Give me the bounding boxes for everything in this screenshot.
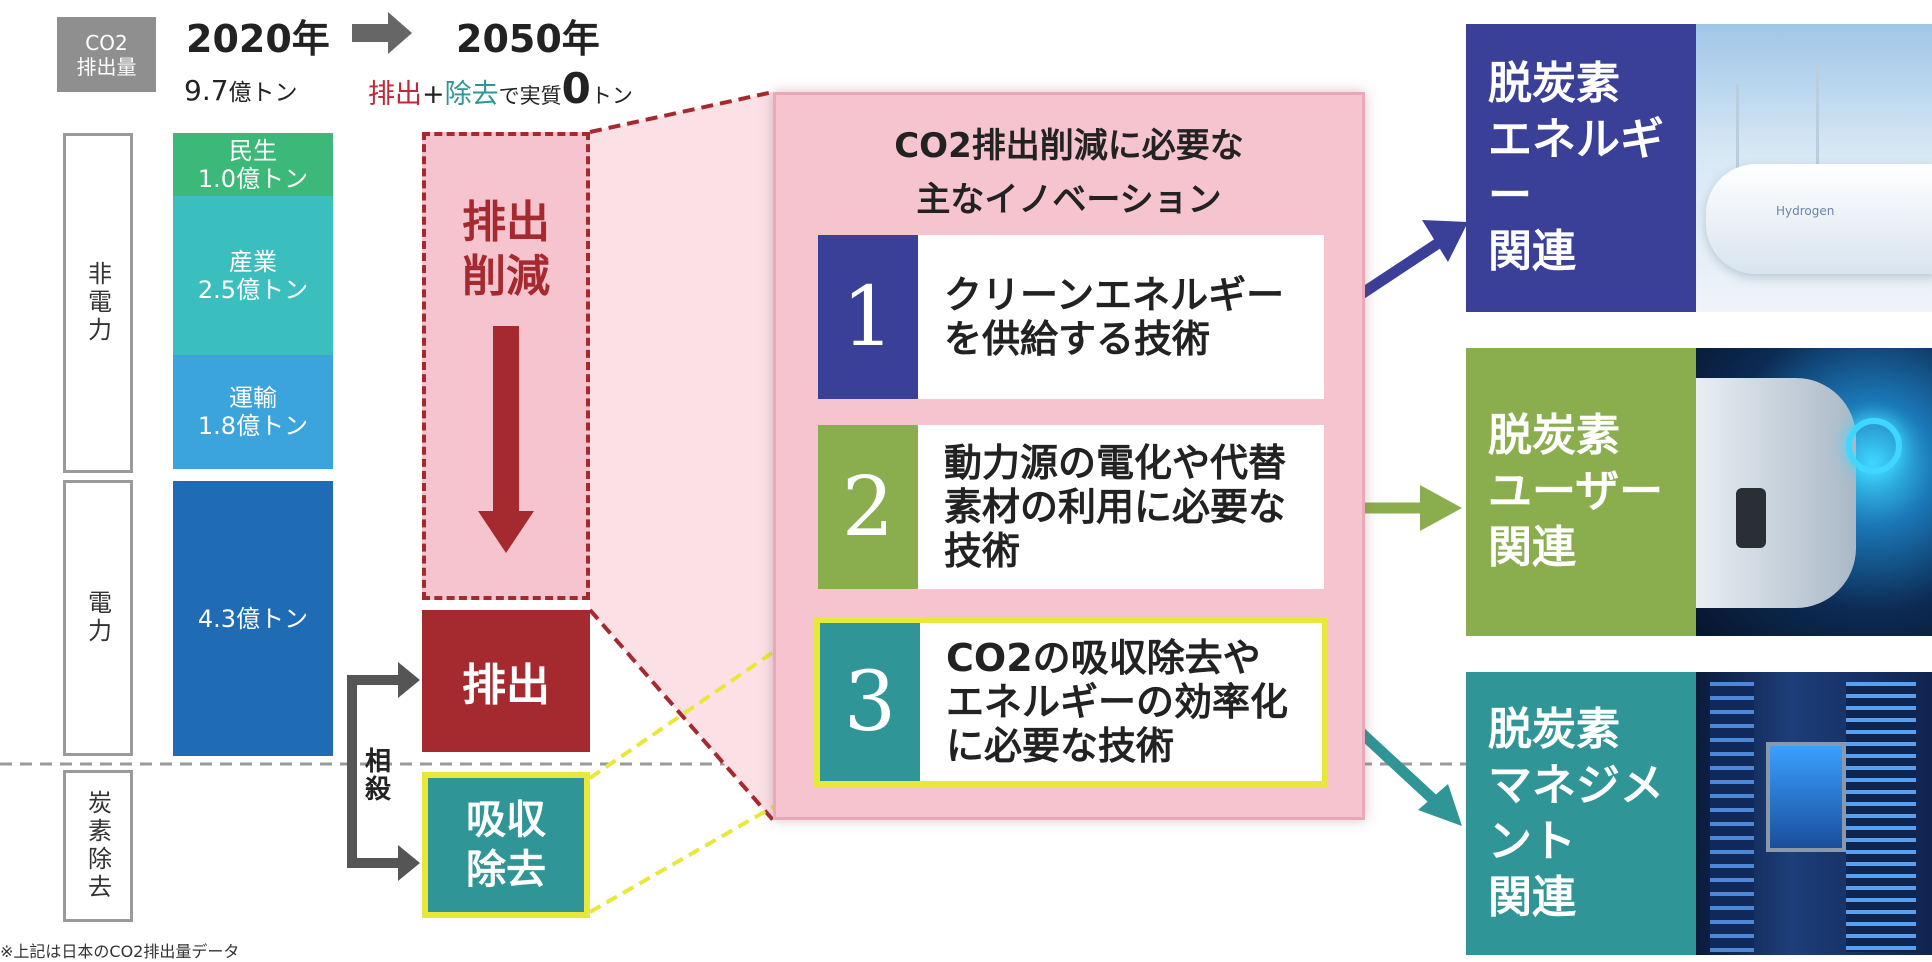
category-user: 脱炭素 ユーザー 関連: [1466, 348, 1932, 636]
tower-icon: [1736, 84, 1739, 234]
stack-segment-industry: 産業 2.5億トン: [173, 196, 333, 355]
emission-2050-value: 排出+除去で実質0トン: [368, 64, 633, 113]
emission-2020-unit: 億トン: [228, 80, 298, 106]
category-energy-label: 脱炭素 エネルギー 関連: [1466, 24, 1696, 312]
emission-word: 排出: [368, 79, 422, 110]
funnel-top-line: [589, 90, 774, 134]
emission-2020-value: 9.7億トン: [184, 73, 298, 107]
zero-value: 0: [561, 64, 591, 113]
category-management-label: 脱炭素 マネジメント 関連: [1466, 672, 1696, 955]
removal-box: 吸収 除去: [422, 772, 590, 918]
footnote: ※上記は日本のCO2排出量データ: [0, 942, 240, 961]
offset-label: 相殺: [360, 747, 391, 803]
server-rack-icon: [1710, 682, 1754, 952]
side-label-carbon-removal: 炭素除去: [63, 770, 133, 922]
funnel-bottom-line: [588, 608, 775, 822]
arrow-to-user-head: [1420, 485, 1462, 531]
year-arrow: [352, 12, 412, 54]
year-2020: 2020年: [186, 17, 330, 61]
hydrogen-tank-image: Hydrogen: [1696, 24, 1932, 312]
server-rack-icon: [1846, 682, 1916, 952]
stack-segment-transport-label: 運輸 1.8億トン: [197, 384, 309, 440]
plus-sign: +: [422, 79, 445, 110]
reduction-box: 排出 削減: [422, 132, 590, 600]
emission-2020-number: 9.7: [184, 74, 229, 107]
category-energy: 脱炭素 エネルギー 関連 Hydrogen: [1466, 24, 1932, 312]
server-room-image: [1696, 672, 1932, 955]
arrow-to-energy-head: [1422, 220, 1468, 262]
ev-charging-image: [1696, 348, 1932, 636]
stack-segment-transport: 運輸 1.8億トン: [173, 355, 333, 469]
innovation-text-1: クリーンエネルギー を供給する技術: [918, 235, 1324, 399]
reduction-label: 排出 削減: [462, 197, 550, 302]
stack-segment-industry-label: 産業 2.5億トン: [197, 247, 309, 304]
innovation-text-2: 動力源の電化や代替 素材の利用に必要な 技術: [918, 425, 1324, 589]
innovation-title: CO2排出削減に必要な 主なイノベーション: [894, 126, 1244, 220]
innovation-text-3: CO2の吸収除去や エネルギーの効率化 に必要な技術: [920, 623, 1322, 781]
side-label-power: 電力: [63, 480, 133, 756]
reduction-arrow-shaft: [493, 326, 519, 516]
stack-segment-residential-label: 民生 1.0億トン: [197, 136, 309, 193]
plug-icon: [1736, 488, 1766, 548]
innovation-item-2: 2 動力源の電化や代替 素材の利用に必要な 技術: [818, 425, 1324, 589]
co2-emission-label: CO2 排出量: [57, 17, 156, 92]
net-word: で実質: [498, 84, 562, 108]
stack-segment-power-label: 4.3億トン: [197, 604, 309, 633]
tank-icon: [1706, 164, 1932, 274]
charging-port-icon: [1846, 418, 1902, 474]
emission-box: 排出: [422, 610, 590, 752]
funnel-fill: [590, 92, 773, 820]
innovation-number-1: 1: [818, 235, 918, 399]
offset-arrow-bottom-head: [398, 845, 420, 881]
innovation-panel: CO2排出削減に必要な 主なイノベーション 1 クリーンエネルギー を供給する技…: [773, 92, 1365, 820]
category-user-label: 脱炭素 ユーザー 関連: [1466, 348, 1696, 636]
stack-segment-residential: 民生 1.0億トン: [173, 133, 333, 196]
reduction-arrow-icon: [478, 511, 534, 553]
year-2050: 2050年: [456, 17, 600, 61]
category-management: 脱炭素 マネジメント 関連: [1466, 672, 1932, 955]
innovation-item-3: 3 CO2の吸収除去や エネルギーの効率化 に必要な技術: [814, 617, 1328, 787]
innovation-number-3: 3: [820, 623, 920, 781]
side-label-non-power: 非電力: [63, 133, 133, 473]
offset-arrow-top-head: [398, 662, 420, 698]
hydrogen-text: Hydrogen: [1776, 204, 1835, 218]
ton-unit: トン: [590, 84, 633, 108]
arrow-to-management-head: [1418, 784, 1462, 826]
stack-segment-power: 4.3億トン: [173, 481, 333, 756]
car-body-icon: [1696, 378, 1856, 608]
monitor-icon: [1766, 742, 1846, 852]
removal-word: 除去: [444, 79, 499, 110]
innovation-item-1: 1 クリーンエネルギー を供給する技術: [818, 235, 1324, 399]
innovation-number-2: 2: [818, 425, 918, 589]
tower-icon: [1816, 64, 1819, 224]
